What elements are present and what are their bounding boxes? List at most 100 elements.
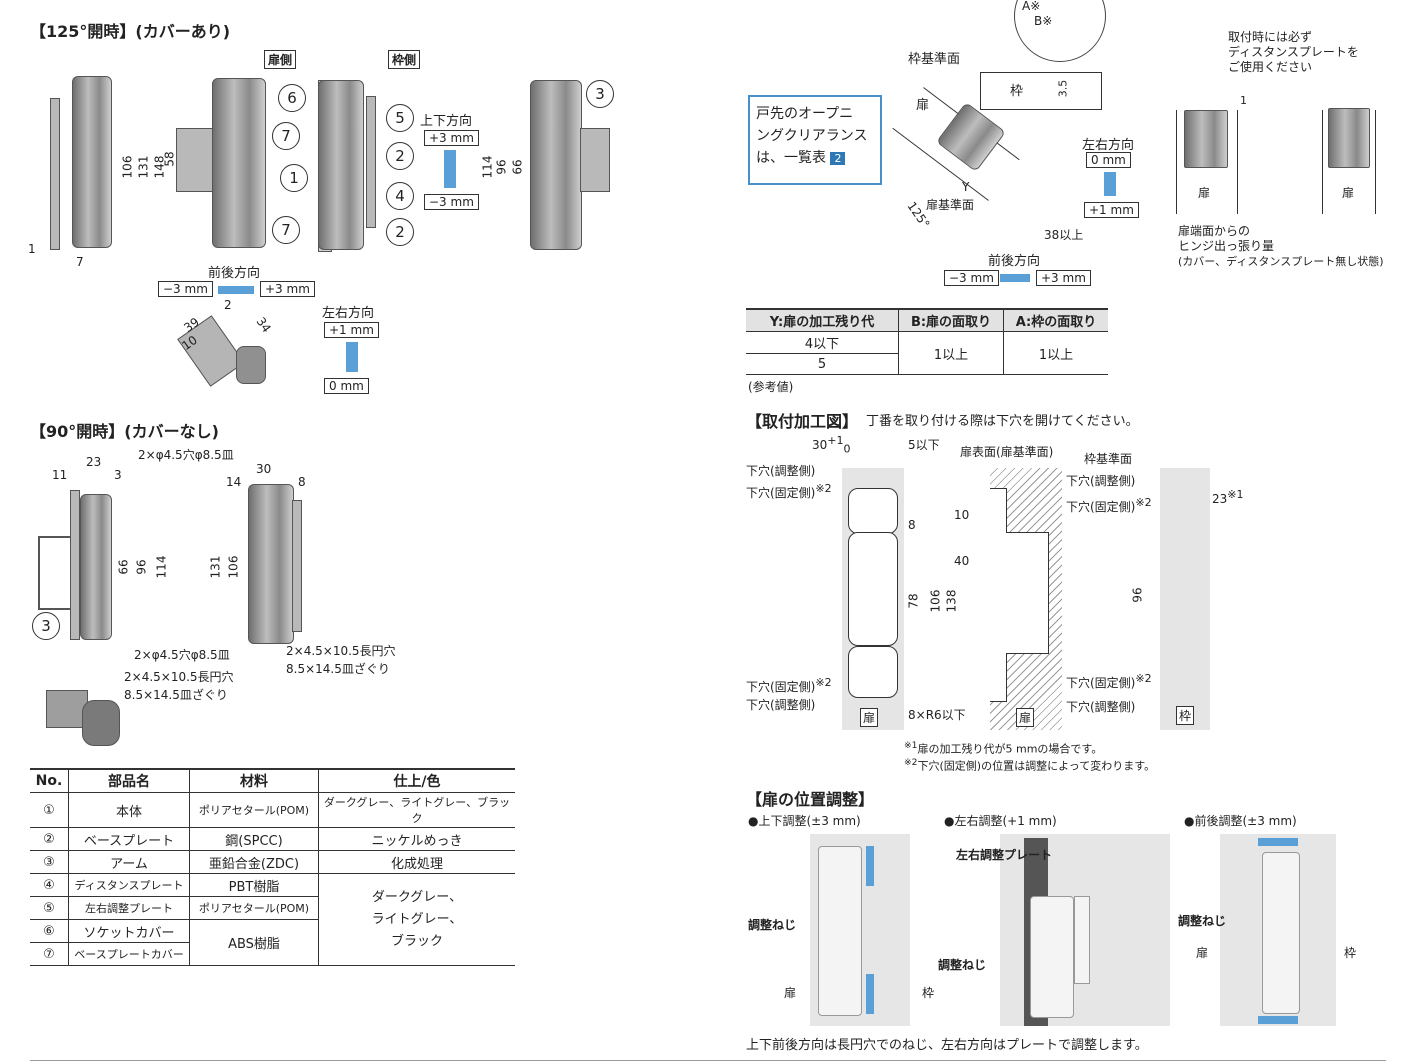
frontback-plus: +3 mm	[260, 281, 315, 297]
d30-sub: 0	[843, 442, 851, 456]
cell: 左右調整プレート	[68, 896, 190, 920]
cell: ⑥	[30, 919, 69, 943]
door-tag-2: 扉	[1016, 708, 1035, 727]
dim-1: 1	[28, 242, 36, 256]
leftright-plus: +1 mm	[324, 322, 379, 338]
hole-adj-frame-bottom: 下穴(調整側)	[1066, 700, 1136, 714]
arm-right	[580, 128, 610, 192]
cell: 本体	[68, 792, 190, 828]
th-b: B:扉の面取り	[898, 308, 1004, 332]
finish-line: ブラック	[390, 933, 443, 949]
dim-58: 58	[162, 151, 177, 167]
ref-values: (参考値)	[748, 380, 794, 394]
dim-7: 7	[76, 255, 84, 269]
door-label: 扉	[916, 98, 930, 113]
updown-minus: −3 mm	[424, 194, 479, 210]
cell: ④	[30, 873, 69, 897]
dim-5: 5以下	[908, 438, 940, 452]
callout-2b: 2	[386, 218, 414, 246]
hole-adj-frame-top: 下穴(調整側)	[1066, 474, 1136, 488]
screw-label-3: 調整ねじ	[1178, 914, 1227, 928]
cell: 4以下	[746, 331, 899, 354]
leftright-label: 左右方向	[322, 306, 375, 321]
adjust-updown: ●上下調整(±3 mm)	[748, 814, 861, 828]
dim-35: 3.5	[1056, 79, 1070, 98]
fn1-text: 扉の加工残り代が5 mmの場合です。	[917, 742, 1103, 756]
arm-front	[176, 128, 214, 192]
fb-arrow-top-icon	[1258, 838, 1298, 846]
frame-block	[980, 72, 1102, 110]
note-line: (カバー、ディスタンスプレート無し状態)	[1178, 255, 1384, 268]
door-a: 扉	[1198, 186, 1211, 200]
dim-114b: 114	[154, 555, 169, 579]
mark1: ※1	[904, 740, 918, 751]
hole-fix-text: 下穴(固定側)	[1066, 500, 1136, 514]
section-title-90: 【90°開時】(カバーなし)	[30, 422, 219, 441]
hinge-90-side	[248, 484, 294, 644]
door-tag-1: 扉	[860, 708, 879, 727]
dim-30: 30	[256, 462, 272, 476]
table-row: ⑤ 左右調整プレート ポリアセタール(POM)	[30, 896, 515, 920]
holes-mid: 2×φ4.5穴φ8.5皿	[134, 648, 230, 662]
callout-6: 6	[278, 84, 306, 112]
updown-label: 上下方向	[420, 114, 473, 129]
frame-zone	[1160, 468, 1210, 730]
d30-sup: +1	[827, 434, 844, 447]
hole-adj-bottom: 下穴(調整側)	[746, 698, 816, 712]
adjust-footer: 上下前後方向は長円穴でのねじ、左右方向はプレートで調整します。	[746, 1038, 1148, 1053]
door-side-tag: 扉側	[264, 50, 297, 69]
dim-114: 114	[480, 155, 495, 179]
hinge-exploded	[318, 80, 364, 250]
dim-66b: 66	[116, 559, 131, 575]
dim-96-m: 96	[1130, 587, 1145, 603]
cell: ①	[30, 792, 69, 828]
table-row: ① 本体 ポリアセタール(POM) ダークグレー、ライトグレー、ブラック	[30, 792, 515, 828]
th-no: No.	[30, 768, 69, 793]
recess-mid	[848, 532, 898, 646]
machining-title: 【取付加工図】	[746, 412, 859, 431]
mark1: ※1	[1227, 488, 1244, 501]
d30-val: 30	[812, 438, 828, 452]
slot-left-1: 2×4.5×10.5長円穴	[124, 670, 234, 684]
hole-fix-text: 下穴(固定側)	[1066, 676, 1136, 690]
table-row: ⑦ ベースプレートカバー	[30, 942, 515, 966]
callout-2a: 2	[386, 142, 414, 170]
dim-106b: 106	[226, 555, 241, 579]
protrusion-note: 扉端面からの ヒンジ出っ張り量 (カバー、ディスタンスプレート無し状態)	[1178, 224, 1383, 269]
th-name: 部品名	[68, 768, 190, 793]
mark2: ※2	[1135, 672, 1152, 685]
hole-fix-bottom: 下穴(固定側)※2	[746, 676, 832, 695]
note-line: 扉端面からの	[1178, 224, 1251, 238]
door-photo-label: 扉	[784, 986, 797, 1000]
page-divider	[30, 1060, 1386, 1061]
hinge-top-b	[1328, 108, 1370, 168]
b-mark: B※	[1034, 14, 1053, 28]
hinge-plate-updown	[818, 846, 862, 1016]
a-mark: A※	[1022, 0, 1041, 13]
arm-3d-knuckle	[82, 700, 120, 746]
recess-bottom	[848, 646, 898, 698]
table-row: ④ ディスタンスプレート PBT樹脂 ダークグレー、 ライトグレー、 ブラック	[30, 873, 515, 966]
adjust-plate	[1074, 896, 1090, 984]
finish-line: ダークグレー、	[371, 889, 463, 905]
holes-top: 2×φ4.5穴φ8.5皿	[138, 448, 234, 462]
finish-line: ライトグレー、	[371, 911, 463, 927]
callout-4: 4	[386, 182, 414, 210]
note-line: ヒンジ出っ張り量	[1178, 239, 1275, 253]
door-photo-label-2: 扉	[1196, 946, 1209, 960]
table-row: ③ アーム 亜鉛合金(ZDC) 化成処理	[30, 850, 515, 874]
hole-fix-text: 下穴(固定側)	[746, 486, 816, 500]
cell: ベースプレート	[68, 827, 190, 851]
dim-106: 106	[120, 155, 135, 179]
dim-8: 8	[298, 475, 306, 489]
callout-7a: 7	[272, 122, 300, 150]
footnote-1: ※1扉の加工残り代が5 mmの場合です。	[904, 740, 1102, 757]
mark2: ※2	[904, 757, 918, 768]
frontback-minus-r: −3 mm	[944, 270, 999, 286]
mark2: ※2	[815, 482, 832, 495]
hinge-plate-frontback	[1262, 852, 1300, 1014]
dim-106-m: 106	[928, 589, 943, 613]
hinge-plate-leftright	[1030, 896, 1074, 1018]
updown-arrow-icon	[444, 150, 456, 188]
table-ref-tag[interactable]: 2	[830, 152, 846, 165]
